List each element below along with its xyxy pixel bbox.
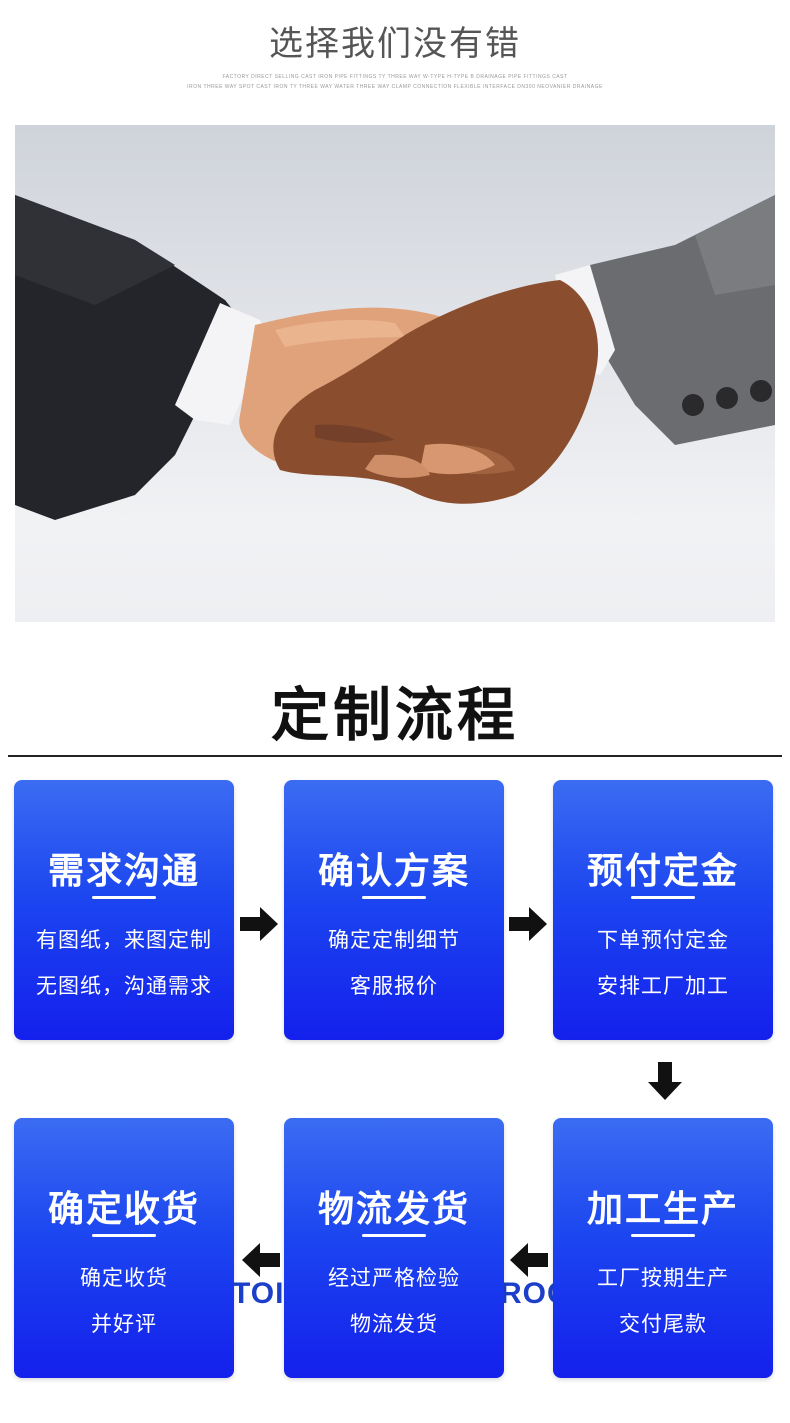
handshake-photo [15,125,775,622]
section-divider [8,755,782,757]
step-desc-line-1: 下单预付定金 [597,928,729,952]
step-desc-line-1: 确定定制细节 [328,928,460,952]
arrow-right-icon [240,907,278,941]
step-title: 需求沟通 [47,851,200,892]
step-card-production: 加工生产 工厂按期生产 交付尾款 [553,1118,773,1378]
step-underline [362,1234,426,1237]
step-underline [631,1234,695,1237]
step-desc-line-1: 工厂按期生产 [597,1266,729,1290]
step-desc-line-2: 交付尾款 [619,1312,707,1336]
step-underline [631,896,695,899]
step-desc-line-1: 经过严格检验 [328,1266,460,1290]
step-underline [362,896,426,899]
step-card-shipping: 物流发货 经过严格检验 物流发货 [284,1118,504,1378]
section-title: 定制流程 [270,681,519,749]
step-underline [92,896,156,899]
background-text-left: TOI [232,1277,285,1310]
header-title: 选择我们没有错 [269,24,521,64]
step-card-confirm-plan: 确认方案 确定定制细节 客服报价 [284,780,504,1040]
arrow-left-icon [510,1243,548,1277]
step-title: 加工生产 [586,1189,739,1230]
step-title: 物流发货 [317,1189,470,1230]
step-desc-line-2: 物流发货 [350,1312,438,1336]
step-desc-line-2: 并好评 [91,1312,157,1336]
arrow-down-icon [648,1062,682,1100]
arrow-left-icon [242,1243,280,1277]
step-underline [92,1234,156,1237]
step-card-deposit: 预付定金 下单预付定金 安排工厂加工 [553,780,773,1040]
step-desc-line-2: 无图纸，沟通需求 [36,974,212,998]
step-desc-line-2: 安排工厂加工 [597,974,729,998]
page-header: 选择我们没有错 FACTORY DIRECT SELLING CAST IRON… [0,0,790,120]
step-desc-line-1: 有图纸，来图定制 [36,928,212,952]
step-title: 确认方案 [317,851,470,892]
step-card-requirement: 需求沟通 有图纸，来图定制 无图纸，沟通需求 [14,780,234,1040]
step-card-receive: 确定收货 确定收货 并好评 [14,1118,234,1378]
header-subtitle-line-2: IRON THREE WAY SPOT CAST IRON TY THREE W… [187,84,603,90]
step-title: 确定收货 [47,1189,200,1230]
header-subtitle-line-1: FACTORY DIRECT SELLING CAST IRON PIPE FI… [222,74,568,80]
arrow-right-icon [509,907,547,941]
step-desc-line-1: 确定收货 [80,1266,168,1290]
step-title: 预付定金 [586,851,739,892]
step-desc-line-2: 客服报价 [350,974,438,998]
